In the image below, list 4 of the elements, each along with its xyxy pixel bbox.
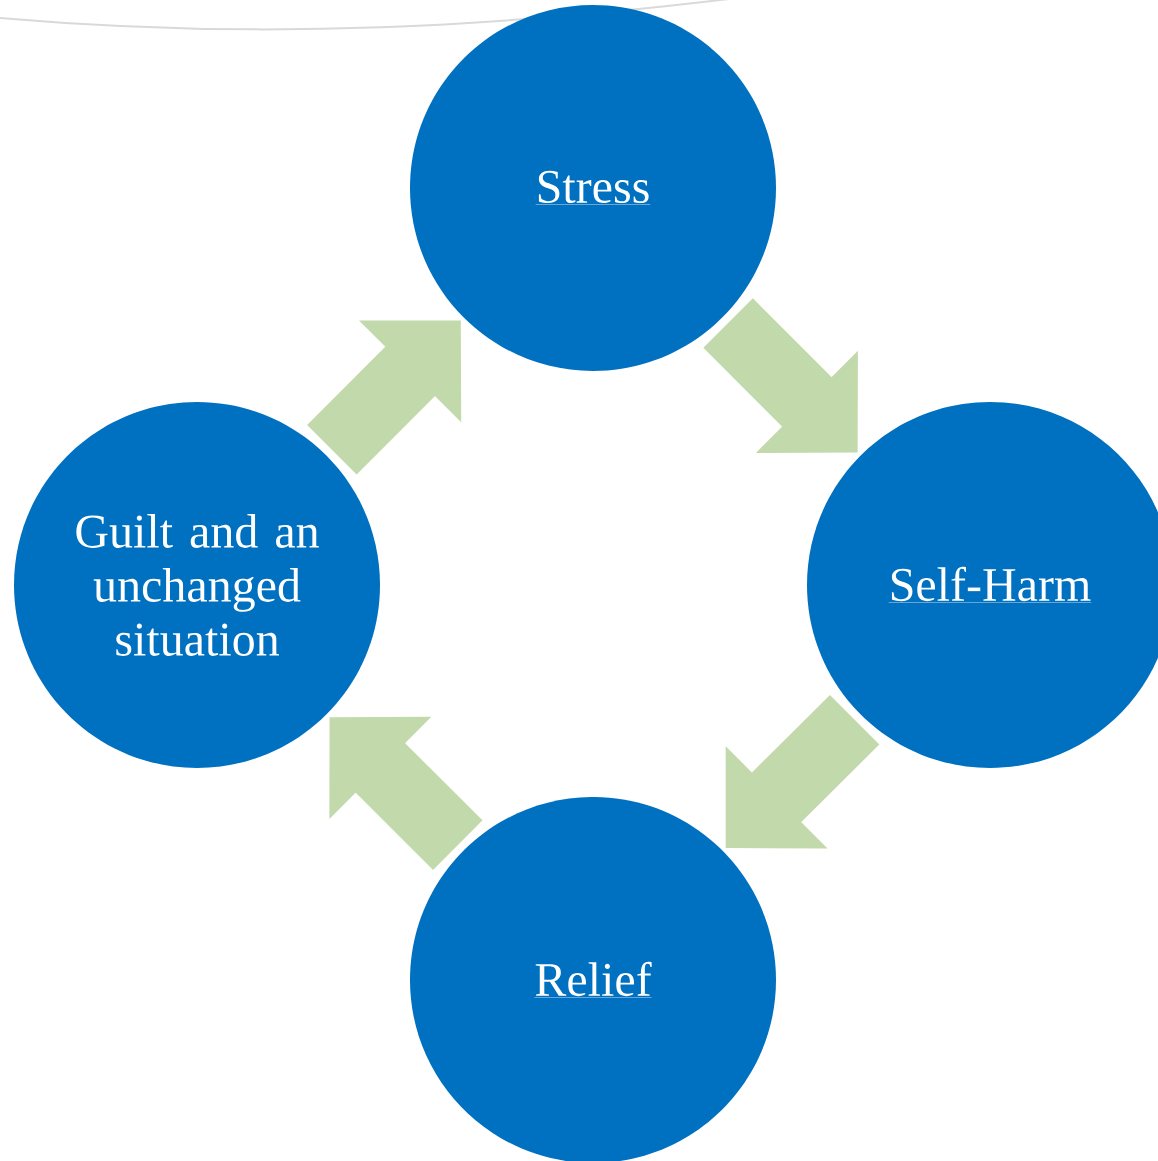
block-arrow [703,298,858,453]
block-arrow [725,694,880,849]
block-arrow [307,320,462,475]
block-arrow [329,716,483,870]
